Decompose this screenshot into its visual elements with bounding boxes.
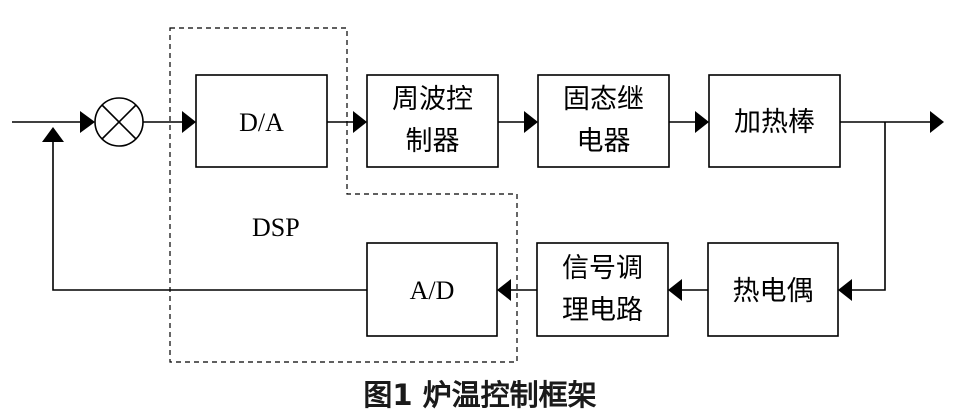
signal-conditioning-label-line-1: 信号调 [562,253,643,284]
output-arrowhead [930,111,944,133]
feedback-return-line [52,142,367,291]
dsp-region-label: DSP [252,213,300,242]
heater-rod-label: 加热棒 [734,107,815,138]
conditioning-to-ad-arrowhead [497,279,511,301]
thermocouple-block [707,242,839,337]
heater-rod-block [708,74,841,168]
da-to-cycle-control-arrowhead [353,111,367,133]
ad-block [366,242,498,337]
solid-state-relay-block [537,74,670,168]
cycle-control-to-ssr-arrowhead [524,111,538,133]
cycle-controller-label-line-2: 制器 [406,126,460,157]
feedback-to-thermocouple-arrowhead [838,279,852,301]
signal-conditioning-block [536,242,669,337]
input-arrowhead [80,111,95,133]
ssr-to-heater-arrowhead [695,111,709,133]
cycle-controller-block [366,74,499,168]
da-block-label: D/A [239,108,284,137]
summing-junction [94,97,144,147]
cycle-controller-label-line-1: 周波控 [392,84,473,115]
thermocouple-label: 热电偶 [733,276,814,307]
feedback-return-arrowhead [42,127,64,142]
ad-block-label: A/D [410,276,455,305]
dsp-region-boundary [169,27,518,363]
solid-state-relay-label-line-2: 电器 [577,126,631,157]
solid-state-relay-label-line-1: 固态继 [563,84,644,115]
thermocouple-to-conditioning-arrowhead [668,279,682,301]
sum-to-da-arrowhead [182,111,196,133]
signal-conditioning-label-line-2: 理电路 [562,295,643,326]
figure-caption: 图1 炉温控制框架 [363,378,596,412]
feedback-vertical-line [852,122,886,291]
da-block [195,74,328,168]
